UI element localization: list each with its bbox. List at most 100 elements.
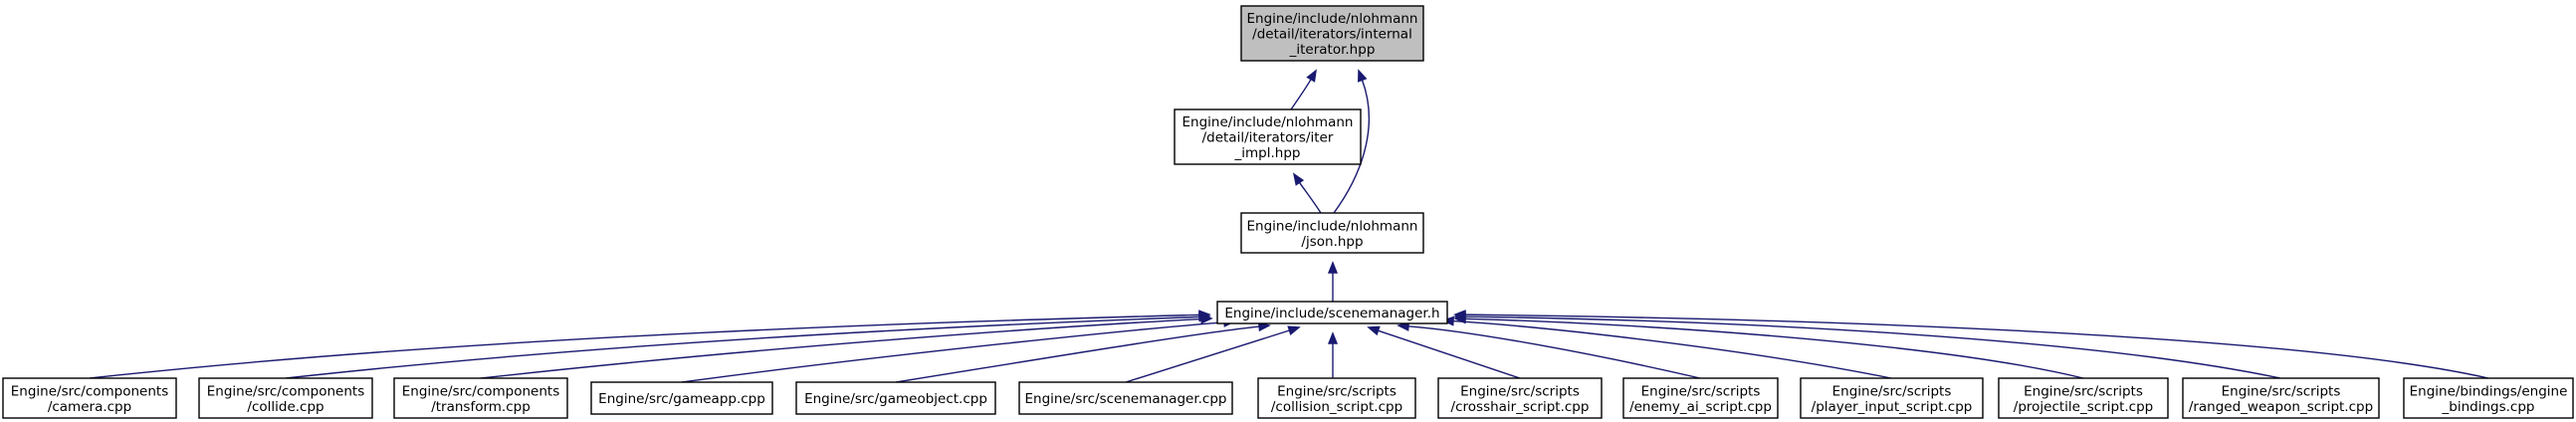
edge-transform-cpp-to-scenemanager-h	[480, 314, 1213, 379]
edge-line	[1290, 79, 1312, 110]
edge-line	[681, 321, 1225, 383]
arrowhead-icon	[1453, 310, 1466, 320]
edge-line	[895, 325, 1260, 383]
node-box	[1800, 377, 1984, 419]
node-label-line: Engine/src/scripts	[1832, 383, 1952, 399]
edge-player-input-script-cpp-to-scenemanager-h	[1441, 316, 1892, 379]
edge-crosshair-script-cpp-to-scenemanager-h	[1367, 325, 1521, 379]
edge-enemy-ai-script-cpp-to-scenemanager-h	[1396, 320, 1701, 379]
node-box	[2, 377, 177, 419]
node-label-line: Engine/src/components	[402, 383, 559, 399]
node-label-line: Engine/src/gameapp.cpp	[598, 391, 765, 407]
node-label-line: Engine/src/scripts	[1277, 383, 1396, 399]
edge-line	[1298, 181, 1322, 214]
node-box	[1257, 377, 1416, 419]
arrowhead-icon	[1358, 69, 1368, 83]
edge-json-to-iter-impl	[1292, 172, 1322, 214]
node-transform-cpp[interactable]: Engine/src/components/transform.cpp	[393, 377, 568, 419]
edge-line	[1333, 80, 1370, 214]
node-label-line: Engine/src/scripts	[1460, 383, 1580, 399]
edge-line	[1125, 329, 1290, 383]
edge-collide-cpp-to-scenemanager-h	[285, 312, 1211, 379]
node-collide-cpp[interactable]: Engine/src/components/collide.cpp	[198, 377, 373, 419]
edge-line	[1464, 314, 2489, 379]
node-label-line: /detail/iterators/internal	[1252, 27, 1412, 43]
node-json[interactable]: Engine/include/nlohmann/json.hpp	[1240, 212, 1424, 254]
edge-line	[1464, 317, 2084, 379]
node-box	[1437, 377, 1603, 419]
node-iter-impl[interactable]: Engine/include/nlohmann/detail/iterators…	[1174, 108, 1362, 165]
node-label-line: Engine/src/scenemanager.cpp	[1025, 391, 1227, 407]
arrowhead-icon	[1287, 325, 1301, 336]
arrowhead-icon	[1327, 331, 1339, 344]
node-player-input-script-cpp[interactable]: Engine/src/scripts/player_input_script.c…	[1800, 377, 1984, 419]
edge-line	[1378, 329, 1521, 379]
arrowhead-icon	[1200, 314, 1213, 324]
node-label-line: /crosshair_script.cpp	[1451, 399, 1590, 415]
edge-line	[1407, 325, 1701, 379]
node-box	[393, 377, 568, 419]
node-label-line: _iterator.hpp	[1289, 42, 1376, 58]
node-camera-cpp[interactable]: Engine/src/components/camera.cpp	[2, 377, 177, 419]
edge-line	[1452, 319, 1892, 379]
node-engine-bindings-cpp[interactable]: Engine/bindings/engine_bindings.cpp	[2403, 377, 2574, 419]
node-box	[1018, 381, 1233, 415]
node-label-line: _impl.hpp	[1234, 145, 1301, 161]
edge-json-to-internal-iterator	[1333, 69, 1370, 214]
edge-gameobject-cpp-to-scenemanager-h	[895, 321, 1271, 383]
node-box	[1998, 377, 2169, 419]
edge-engine-bindings-cpp-to-scenemanager-h	[1453, 310, 2489, 379]
node-label-line: /player_input_script.cpp	[1812, 399, 1973, 415]
arrowhead-icon	[1292, 172, 1305, 186]
node-label-line: Engine/include/nlohmann	[1247, 218, 1418, 234]
node-label-line: _bindings.cpp	[2442, 399, 2535, 415]
edge-collision-script-cpp-to-scenemanager-h	[1327, 331, 1339, 378]
node-box	[2403, 377, 2574, 419]
node-box	[1622, 377, 1779, 419]
node-scenemanager-h[interactable]: Engine/include/scenemanager.h	[1216, 301, 1448, 324]
node-label-line: Engine/include/nlohmann	[1247, 11, 1418, 27]
node-crosshair-script-cpp[interactable]: Engine/src/scripts/crosshair_script.cpp	[1437, 377, 1603, 419]
node-label-line: Engine/bindings/engine	[2410, 383, 2568, 399]
edge-line	[89, 314, 1200, 379]
arrowhead-icon	[1441, 316, 1454, 326]
node-label-line: Engine/src/components	[11, 383, 168, 399]
node-label-line: /projectile_script.cpp	[2014, 399, 2153, 415]
node-label-line: Engine/include/scenemanager.h	[1224, 306, 1439, 321]
node-gameobject-cpp[interactable]: Engine/src/gameobject.cpp	[795, 381, 996, 415]
node-label-line: /ranged_weapon_script.cpp	[2189, 399, 2373, 415]
node-label-line: /collide.cpp	[247, 399, 323, 415]
node-box	[590, 381, 773, 415]
node-label-line: /detail/iterators/iter	[1202, 130, 1334, 146]
arrowhead-icon	[1306, 69, 1317, 83]
edge-camera-cpp-to-scenemanager-h	[89, 310, 1211, 379]
node-label-line: Engine/src/scripts	[1641, 383, 1761, 399]
node-label-line: Engine/src/scripts	[2222, 383, 2341, 399]
edge-scenemanager-cpp-to-scenemanager-h	[1125, 325, 1301, 383]
node-box	[795, 381, 996, 415]
edge-line	[285, 316, 1200, 379]
node-label-line: /enemy_ai_script.cpp	[1629, 399, 1772, 415]
node-label-line: /transform.cpp	[431, 399, 531, 415]
node-enemy-ai-script-cpp[interactable]: Engine/src/scripts/enemy_ai_script.cpp	[1622, 377, 1779, 419]
edge-line	[1464, 316, 2281, 379]
node-ranged-weapon-script-cpp[interactable]: Engine/src/scripts/ranged_weapon_script.…	[2182, 377, 2380, 419]
node-label-line: Engine/src/scripts	[2024, 383, 2143, 399]
edge-line	[480, 317, 1202, 379]
edge-scenemanager-h-to-json	[1327, 261, 1339, 302]
node-internal-iterator[interactable]: Engine/include/nlohmann/detail/iterators…	[1240, 5, 1424, 62]
focus-node-box	[1240, 5, 1424, 62]
node-gameapp-cpp[interactable]: Engine/src/gameapp.cpp	[590, 381, 773, 415]
edge-iter-impl-to-internal-iterator	[1290, 69, 1317, 110]
node-scenemanager-cpp[interactable]: Engine/src/scenemanager.cpp	[1018, 381, 1233, 415]
node-label-line: /camera.cpp	[48, 399, 131, 415]
node-projectile-script-cpp[interactable]: Engine/src/scripts/projectile_script.cpp	[1998, 377, 2169, 419]
arrowhead-icon	[1367, 325, 1381, 336]
node-box	[1174, 108, 1362, 165]
node-box	[1240, 212, 1424, 254]
node-label-line: Engine/src/gameobject.cpp	[804, 391, 987, 407]
node-label-line: Engine/src/components	[207, 383, 364, 399]
node-label-line: /json.hpp	[1301, 234, 1363, 250]
node-collision-script-cpp[interactable]: Engine/src/scripts/collision_script.cpp	[1257, 377, 1416, 419]
